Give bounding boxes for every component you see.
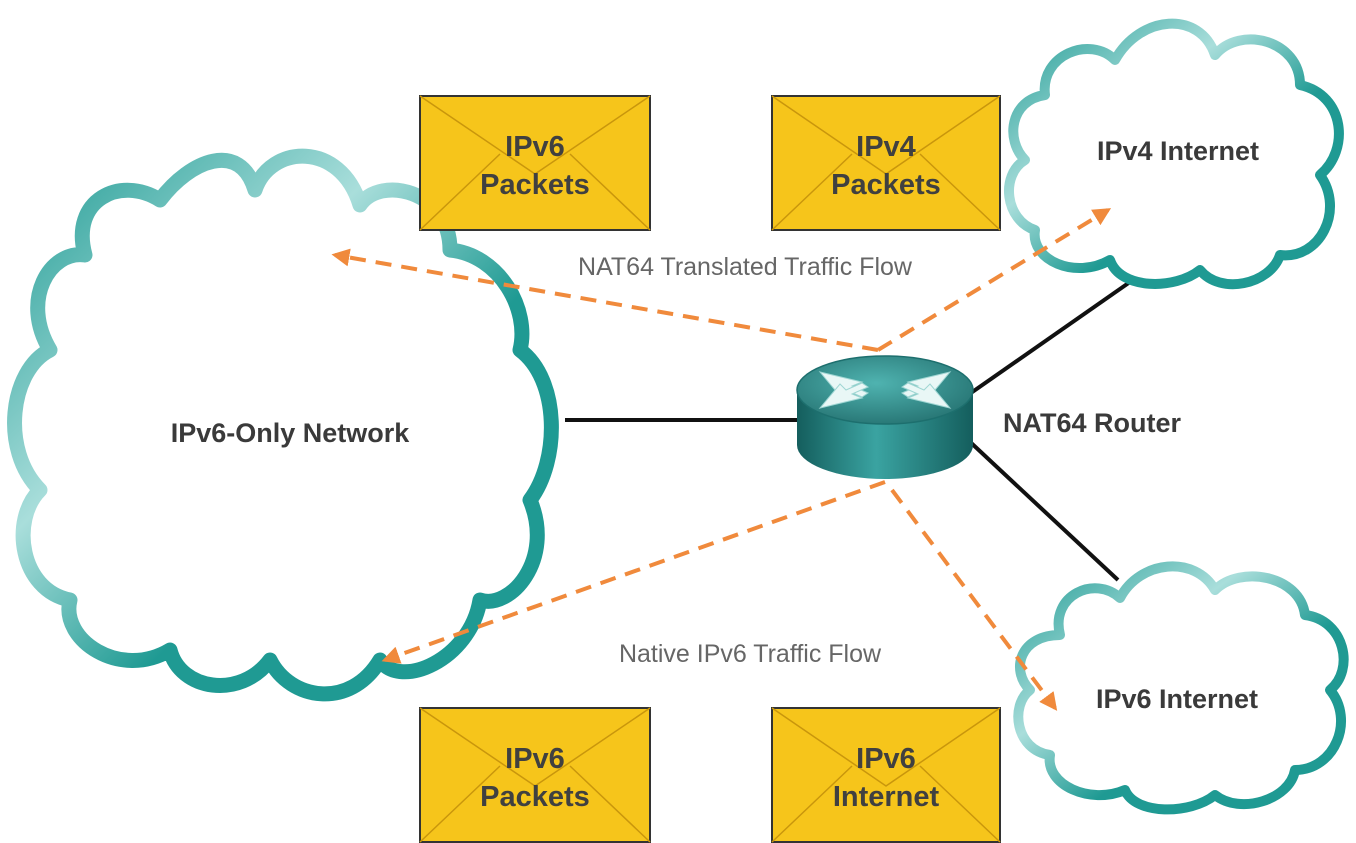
flow-arrow-to-ipv6-only-bottom (381, 480, 886, 664)
cloud-ipv6-internet (1013, 561, 1349, 815)
router-icon (796, 355, 974, 479)
flow-arrow-to-ipv6-internet (890, 488, 1058, 711)
envelope-ipv4-packets: IPv4 Packets (771, 95, 1001, 231)
label-ipv4-internet: IPv4 Internet (1097, 136, 1259, 166)
envelope-ipv6-packets-bottom: IPv6 Packets (419, 707, 651, 843)
link-ipv4 (966, 273, 1142, 397)
envelope-ipv6-packets-top: IPv6 Packets (419, 95, 651, 231)
label-nat64-router: NAT64 Router (1003, 408, 1182, 438)
envelope-line2: Packets (480, 781, 590, 813)
envelope-ipv6-internet: IPv6 Internet (771, 707, 1001, 843)
link-ipv6 (966, 438, 1120, 582)
envelope-line1: IPv4 (856, 131, 916, 163)
label-ipv6-internet: IPv6 Internet (1096, 684, 1258, 714)
envelope-line1: IPv6 (505, 743, 565, 775)
envelope-line1: IPv6 (856, 743, 916, 775)
label-nat64-translated-flow: NAT64 Translated Traffic Flow (578, 253, 913, 281)
cloud-ipv6-only (7, 148, 559, 702)
label-native-ipv6-flow: Native IPv6 Traffic Flow (619, 640, 882, 668)
envelope-line2: Packets (831, 169, 941, 201)
envelope-line1: IPv6 (505, 131, 565, 163)
envelope-line2: Packets (480, 169, 590, 201)
flow-arrow-to-ipv4-internet (876, 208, 1112, 352)
flow-arrow-to-ipv6-only-top (331, 248, 879, 352)
label-ipv6-only-network: IPv6-Only Network (171, 418, 411, 448)
envelope-line2: Internet (833, 781, 940, 813)
